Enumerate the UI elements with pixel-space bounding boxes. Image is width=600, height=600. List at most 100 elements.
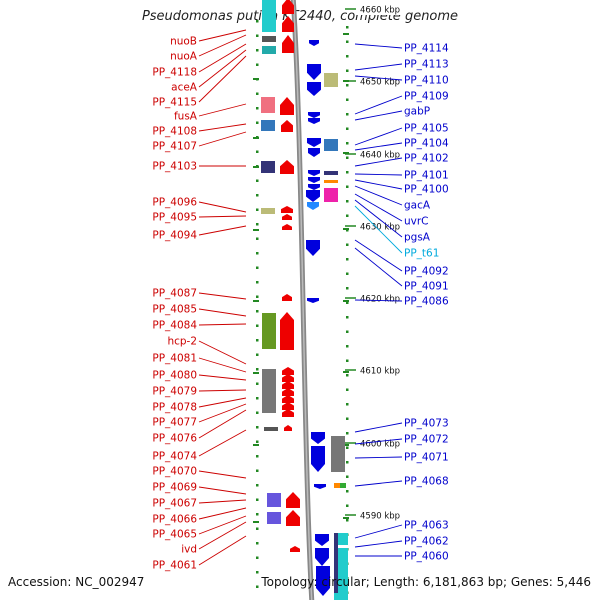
left-leader-line [198, 486, 247, 495]
right-leader-line [354, 179, 403, 190]
gene-box-navy [324, 171, 338, 175]
forward-gene-arrow [280, 312, 294, 350]
gene-box-blue [261, 120, 275, 131]
right-leader-line [354, 456, 403, 459]
left-leader-line [198, 521, 247, 550]
right-gene-label: PP_4114 [404, 43, 449, 55]
right-leader-line [354, 193, 403, 222]
right-leader-line [354, 43, 403, 49]
tick-dot [256, 324, 259, 327]
tick-dot [256, 455, 259, 458]
gene-box-orange [324, 180, 338, 183]
left-leader-line [198, 201, 247, 213]
tick-dot [256, 121, 259, 124]
tick-dash [343, 33, 349, 35]
left-gene-label: PP_4065 [152, 529, 197, 541]
scale-label-bg [355, 509, 405, 521]
right-gene-label: gacA [404, 200, 431, 212]
right-leader-line [354, 524, 403, 539]
reverse-gene-arrow [308, 177, 320, 183]
scale-label-bg [355, 75, 405, 87]
left-leader-line [198, 292, 247, 300]
left-gene-label: PP_4094 [152, 230, 197, 242]
tick-dash [343, 152, 349, 154]
tick-dot [346, 519, 349, 522]
scale-label: 4600 kbp [360, 440, 400, 450]
forward-gene-arrow [282, 402, 294, 410]
tick-dash [253, 521, 259, 523]
accession-text: Accession: NC_002947 [8, 575, 145, 589]
left-leader-line [198, 397, 247, 408]
right-gene-label: PP_4073 [404, 418, 449, 430]
right-leader-line [354, 247, 403, 287]
tick-dot [346, 185, 349, 188]
scale-label: 4610 kbp [360, 367, 400, 377]
tick-dot [346, 55, 349, 58]
tick-dot [346, 359, 349, 362]
tick-dash [253, 137, 259, 139]
tick-dot [256, 484, 259, 487]
right-leader-line [354, 185, 403, 206]
right-gene-label: uvrC [404, 216, 429, 228]
right-leader-line [354, 299, 403, 302]
tick-dot [256, 368, 259, 371]
tick-dot [346, 229, 349, 232]
tick-dot [256, 20, 259, 23]
tick-dot [256, 107, 259, 110]
tick-dot [346, 200, 349, 203]
left-gene-label: PP_4087 [152, 288, 197, 300]
forward-gene-arrow [282, 388, 294, 396]
left-leader-line [198, 357, 247, 373]
tick-dot [256, 411, 259, 414]
reverse-gene-arrow [308, 118, 320, 124]
gene-box-navy [334, 533, 338, 593]
forward-gene-arrow [281, 120, 293, 132]
left-gene-label: nuoB [170, 36, 197, 48]
left-gene-label: PP_4076 [152, 433, 197, 445]
reverse-gene-arrow [315, 548, 329, 566]
right-gene-label: PP_t61 [404, 248, 439, 260]
gene-box-cyan [262, 0, 276, 32]
reverse-gene-arrow [311, 432, 325, 444]
right-leader-line [354, 63, 403, 71]
right-gene-label: PP_4091 [404, 281, 449, 293]
right-gene-label: PP_4105 [404, 123, 449, 135]
right-gene-labels: PP_4114PP_4113PP_4110PP_4109gabPPP_4105P… [404, 43, 449, 563]
right-leader-line [354, 199, 403, 238]
gene-box-orange [334, 483, 340, 488]
right-gene-label: PP_4102 [404, 153, 449, 165]
forward-gene-arrow [286, 492, 300, 508]
left-gene-label: PP_4108 [152, 126, 197, 138]
gene-box-olive [261, 208, 275, 214]
left-gene-label: PP_4084 [152, 320, 197, 332]
left-gene-label: aceA [171, 82, 198, 94]
right-gene-label: PP_4071 [404, 452, 449, 464]
tick-dot [256, 208, 259, 211]
gene-features [261, 0, 348, 600]
gene-box-teal [262, 46, 276, 54]
left-leader-line [198, 535, 247, 566]
gene-box-violet [267, 493, 281, 507]
reverse-gene-arrow [307, 82, 321, 96]
tick-dash [253, 300, 259, 302]
left-gene-label: PP_4067 [152, 498, 197, 510]
reverse-gene-arrow [307, 138, 321, 147]
gene-box-dark [264, 427, 278, 431]
right-leader-line [354, 438, 403, 445]
reverse-gene-arrow [306, 240, 320, 256]
tick-dash [253, 166, 259, 168]
scale-label-bg [355, 364, 405, 376]
left-gene-label: PP_4066 [152, 514, 197, 526]
right-leader-line [354, 142, 403, 151]
tick-dot [346, 388, 349, 391]
tick-dash [343, 300, 349, 302]
left-gene-label: PP_4107 [152, 141, 197, 153]
gene-box-gray [331, 436, 345, 472]
forward-gene-arrow [282, 294, 292, 301]
right-gene-label: PP_4063 [404, 520, 449, 532]
tick-dot [256, 469, 259, 472]
tick-dot [256, 266, 259, 269]
tick-dot [256, 353, 259, 356]
tick-dash [343, 517, 349, 519]
tick-dash [253, 372, 259, 374]
